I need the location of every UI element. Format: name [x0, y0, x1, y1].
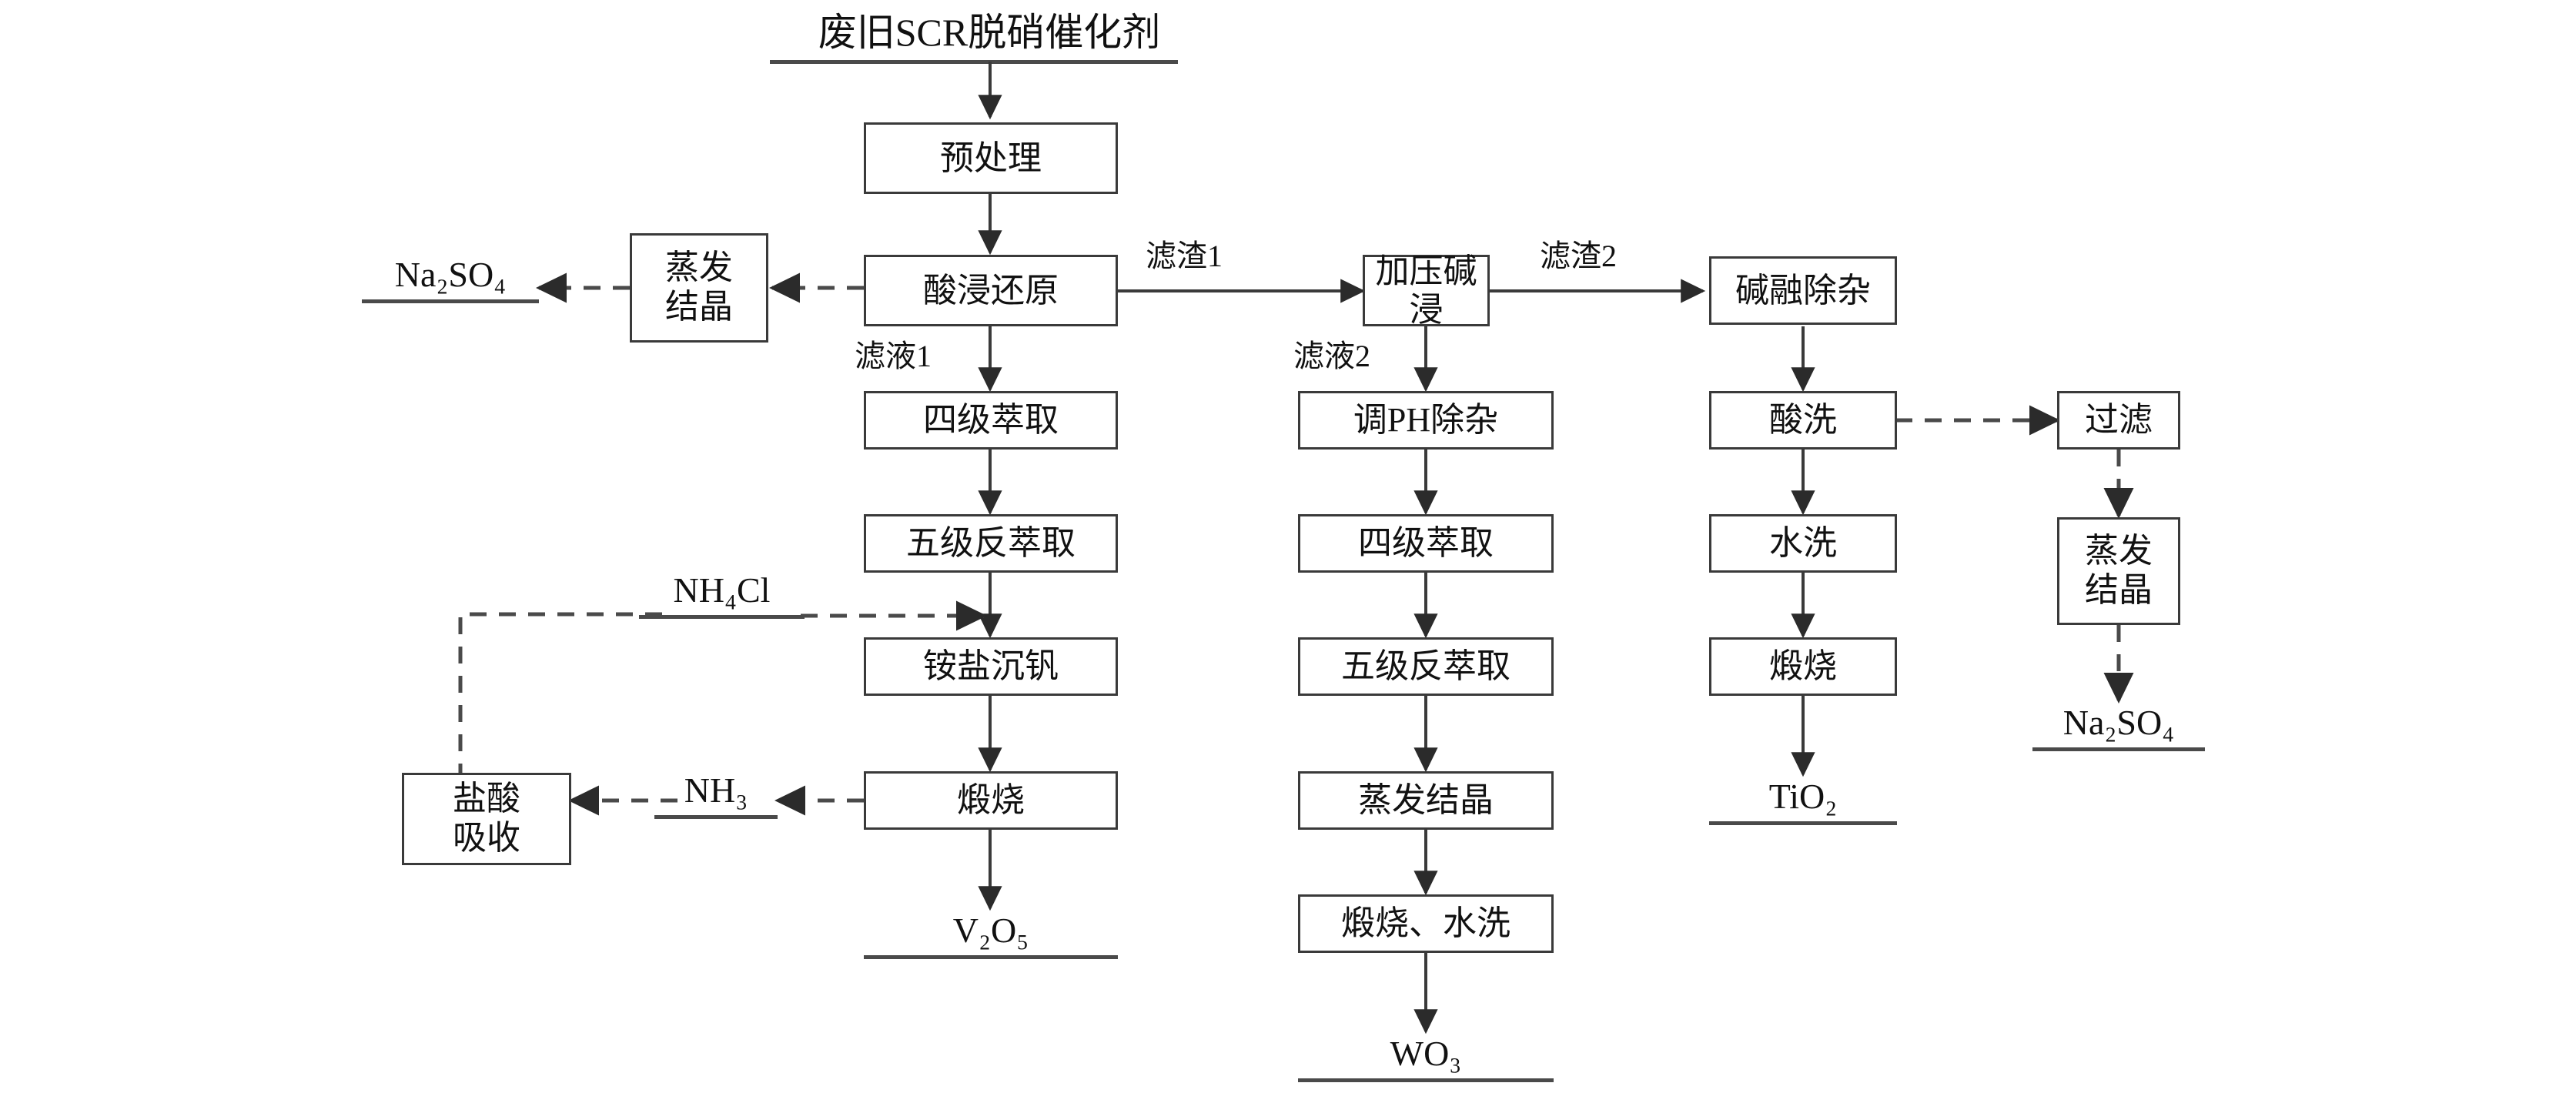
- node-label-line2: 结晶: [2085, 571, 2153, 609]
- node-pretreatment[interactable]: 预处理: [864, 122, 1118, 194]
- terminal-underline: [2032, 747, 2205, 751]
- node-alkali-fusion-impurity-removal[interactable]: 碱融除杂: [1709, 256, 1897, 325]
- terminal-tio2: TiO₂: [1709, 776, 1897, 825]
- node-label: 水洗: [1769, 524, 1837, 563]
- node-five-stage-stripping-mid[interactable]: 五级反萃取: [1298, 637, 1554, 696]
- node-label-line1: 盐酸: [453, 780, 520, 818]
- node-label: 加压碱浸: [1375, 252, 1477, 329]
- node-quaternary-extraction-mid[interactable]: 四级萃取: [1298, 514, 1554, 573]
- terminal-label: WO₃: [1390, 1034, 1462, 1073]
- title-underline: [770, 60, 1178, 64]
- node-label: 煅烧: [957, 781, 1025, 820]
- node-quaternary-extraction-left[interactable]: 四级萃取: [864, 391, 1118, 450]
- node-label: 预处理: [940, 139, 1042, 177]
- edge-label-filtrate1: 滤液1: [855, 339, 932, 373]
- node-label: 酸洗: [1769, 401, 1837, 440]
- terminal-underline: [639, 615, 805, 619]
- node-evaporation-crystallization-mid[interactable]: 蒸发结晶: [1298, 771, 1554, 830]
- node-label: 四级萃取: [1358, 524, 1494, 563]
- terminal-underline: [864, 955, 1118, 959]
- terminal-na2so4-left: Na₂SO₄: [362, 254, 539, 303]
- page-title: 废旧SCR脱硝催化剂: [818, 11, 1161, 54]
- node-label: 四级萃取: [923, 401, 1059, 440]
- node-label: 铵盐沉钒: [923, 647, 1059, 686]
- terminal-label: Na₂SO₄: [2062, 703, 2175, 742]
- terminal-underline: [1298, 1078, 1554, 1082]
- node-label: 煅烧、水洗: [1341, 904, 1510, 943]
- edge-label-residue1: 滤渣1: [1146, 239, 1223, 273]
- terminal-wo3: WO₃: [1298, 1033, 1554, 1082]
- node-label-line2: 吸收: [453, 819, 520, 857]
- node-calcination-right[interactable]: 煅烧: [1709, 637, 1897, 696]
- node-label: 蒸发结晶: [1358, 781, 1494, 820]
- node-water-washing[interactable]: 水洗: [1709, 514, 1897, 573]
- terminal-label: Na₂SO₄: [394, 255, 507, 294]
- terminal-v2o5: V₂O₅: [864, 910, 1118, 959]
- node-label-line1: 蒸发: [665, 249, 733, 287]
- terminal-na2so4-right: Na₂SO₄: [2032, 702, 2205, 751]
- terminal-label: NH₃: [684, 770, 748, 810]
- node-label: 五级反萃取: [1341, 647, 1510, 686]
- node-ammonium-salt-vanadium-precipitation[interactable]: 铵盐沉钒: [864, 637, 1118, 696]
- node-hydrochloric-acid-absorption[interactable]: 盐酸 吸收: [402, 773, 571, 865]
- node-calcination-left[interactable]: 煅烧: [864, 771, 1118, 830]
- node-pressurized-alkaline-leaching[interactable]: 加压碱浸: [1363, 252, 1490, 329]
- node-label: 煅烧: [1769, 647, 1837, 686]
- node-ph-adjust-impurity-removal[interactable]: 调PH除杂: [1298, 391, 1554, 450]
- node-filtration[interactable]: 过滤: [2057, 391, 2180, 450]
- node-label: 酸浸还原: [923, 271, 1059, 309]
- node-five-stage-stripping-left[interactable]: 五级反萃取: [864, 514, 1118, 573]
- edge-label-filtrate2: 滤液2: [1293, 339, 1370, 373]
- terminal-label: TiO₂: [1768, 777, 1838, 816]
- node-label-line1: 蒸发: [2085, 532, 2153, 570]
- node-evaporation-crystallization-left[interactable]: 蒸发 结晶: [630, 233, 768, 343]
- terminal-underline: [362, 299, 539, 303]
- node-acid-washing[interactable]: 酸洗: [1709, 391, 1897, 450]
- node-label: 过滤: [2085, 401, 2153, 440]
- node-label-line2: 结晶: [665, 288, 733, 326]
- terminal-underline: [654, 815, 778, 819]
- node-calcination-water-wash-mid[interactable]: 煅烧、水洗: [1298, 894, 1554, 953]
- node-label: 调PH除杂: [1353, 401, 1499, 440]
- node-evaporation-crystallization-right[interactable]: 蒸发 结晶: [2057, 517, 2180, 625]
- terminal-label: NH₄Cl: [673, 570, 771, 610]
- node-label: 五级反萃取: [906, 524, 1076, 563]
- node-label: 碱融除杂: [1735, 271, 1871, 309]
- node-acid-leaching-reduction[interactable]: 酸浸还原: [864, 255, 1118, 326]
- terminal-nh3: NH₃: [654, 770, 778, 819]
- edge-label-residue2: 滤渣2: [1540, 239, 1617, 273]
- terminal-nh4cl: NH₄Cl: [639, 570, 805, 619]
- terminal-label: V₂O₅: [952, 911, 1029, 950]
- terminal-underline: [1709, 821, 1897, 825]
